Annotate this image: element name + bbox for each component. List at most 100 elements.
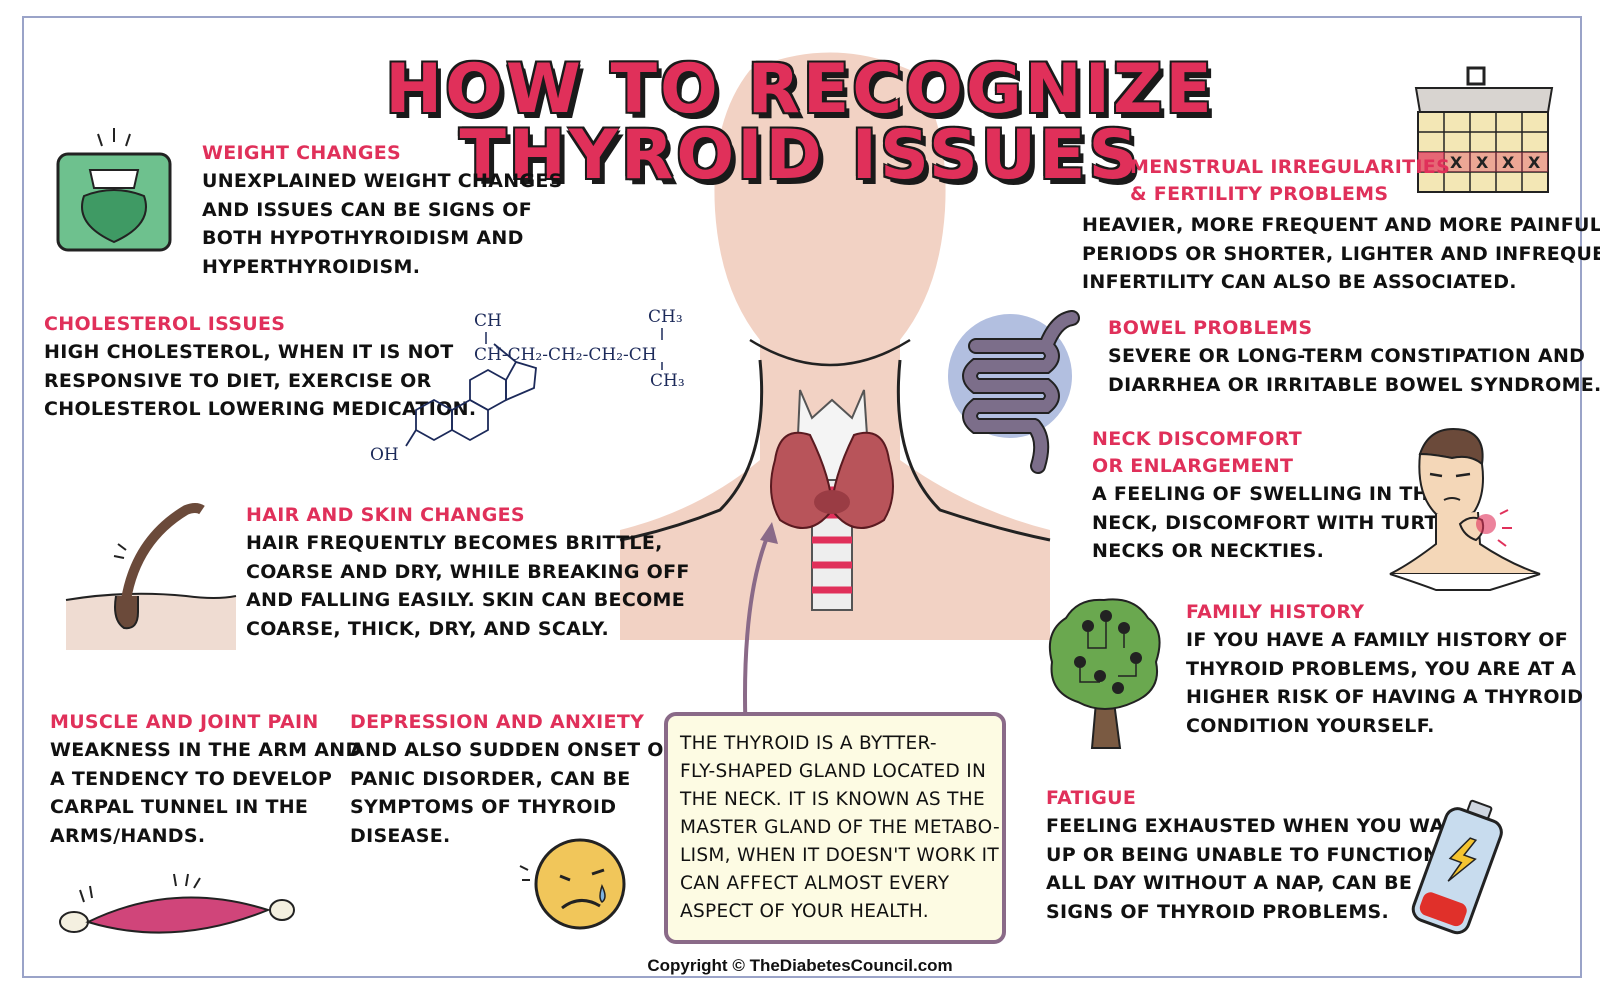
hair-body: HAIR FREQUENTLY BECOMES BRITTLE, COARSE … (246, 529, 690, 643)
weight-line: UNEXPLAINED WEIGHT CHANGES (202, 170, 563, 192)
bowel-heading: BOWEL PROBLEMS (1108, 317, 1313, 339)
depression-line: AND ALSO SUDDEN ONSET OF (350, 739, 678, 761)
weight-section: WEIGHT CHANGES UNEXPLAINED WEIGHT CHANGE… (202, 140, 563, 281)
cholesterol-line: CHOLESTEROL LOWERING MEDICATION. (44, 398, 477, 420)
neck-pain-man-icon (1389, 428, 1541, 591)
note-line: LISM, WHEN IT DOESN'T WORK IT (680, 845, 999, 866)
family-heading: FAMILY HISTORY (1186, 601, 1365, 623)
formula-chain: CH-CH₂-CH₂-CH₂-CH (474, 345, 657, 365)
note-line: FLY-SHAPED GLAND LOCATED IN (680, 761, 987, 782)
bowel-line: DIARRHEA OR IRRITABLE BOWEL SYNDROME. (1108, 373, 1600, 396)
hair-line: COARSE, THICK, DRY, AND SCALY. (246, 617, 609, 640)
muscle-line: ARMS/HANDS. (50, 824, 206, 847)
fatigue-line: FEELING EXHAUSTED WHEN YOU WAKE (1046, 815, 1473, 837)
depression-line: PANIC DISORDER, CAN BE (350, 767, 631, 790)
cholesterol-molecule-icon: CH CH-CH₂-CH₂-CH₂-CH CH₃ CH₃ OH (370, 307, 685, 465)
family-tree-icon (1048, 598, 1161, 749)
fatigue-line: ALL DAY WITHOUT A NAP, CAN BE (1046, 872, 1413, 894)
family-line: IF YOU HAVE A FAMILY HISTORY OF (1186, 629, 1569, 651)
hair-follicle-icon (65, 503, 237, 650)
depression-line: SYMPTOMS OF THYROID (350, 796, 617, 818)
menstrual-body: HEAVIER, MORE FREQUENT AND MORE PAINFUL … (1082, 211, 1600, 297)
weight-heading: WEIGHT CHANGES (202, 142, 401, 164)
menstrual-line: HEAVIER, MORE FREQUENT AND MORE PAINFUL (1082, 214, 1600, 236)
calendar-icon: X X X X (1414, 66, 1554, 193)
weight-line: AND ISSUES CAN BE SIGNS OF (202, 198, 533, 221)
muscle-heading: MUSCLE AND JOINT PAIN (50, 711, 319, 733)
menstrual-line: PERIODS OR SHORTER, LIGHTER AND INFREQUE… (1082, 242, 1600, 265)
neck-line: A FEELING OF SWELLING IN THE (1092, 483, 1443, 505)
neck-line: NECKS OR NECKTIES. (1092, 540, 1325, 562)
low-battery-icon (1411, 799, 1503, 935)
note-line: MASTER GLAND OF THE METABO- (680, 817, 1001, 838)
calendar-mark: X (1502, 153, 1515, 172)
neck-body: A FEELING OF SWELLING IN THE NECK, DISCO… (1092, 480, 1464, 566)
muscle-line: A TENDENCY TO DEVELOP (50, 767, 333, 790)
weight-line: BOTH HYPOTHYROIDISM AND (202, 227, 524, 249)
calendar-mark: X (1528, 153, 1541, 172)
family-line: HIGHER RISK OF HAVING A THYROID (1186, 686, 1584, 708)
fatigue-line: UP OR BEING UNABLE TO FUNCTION (1046, 843, 1440, 866)
family-section: FAMILY HISTORY IF YOU HAVE A FAMILY HIST… (1186, 599, 1583, 740)
intestine-icon (948, 310, 1080, 474)
bowel-body: SEVERE OR LONG-TERM CONSTIPATION AND DIA… (1108, 342, 1600, 399)
cholesterol-heading: CHOLESTEROL ISSUES (44, 313, 286, 335)
muscle-line: WEAKNESS IN THE ARM AND (50, 739, 362, 761)
formula-oh: OH (370, 445, 399, 465)
title-line-1: HOW TO RECOGNIZE (385, 50, 1215, 129)
fatigue-body: FEELING EXHAUSTED WHEN YOU WAKE UP OR BE… (1046, 812, 1473, 926)
note-line: THE THYROID IS A BYTTER- (680, 733, 937, 754)
hair-line: COARSE AND DRY, WHILE BREAKING OFF (246, 560, 690, 583)
formula-ch3-bottom: CH₃ (650, 371, 685, 391)
neck-heading-2: OR ENLARGEMENT (1092, 455, 1294, 477)
muscle-icon (59, 873, 295, 934)
cholesterol-body: HIGH CHOLESTEROL, WHEN IT IS NOT RESPONS… (44, 338, 476, 424)
neck-heading-1: NECK DISCOMFORT (1092, 428, 1303, 450)
family-line: CONDITION YOURSELF. (1186, 714, 1435, 737)
cholesterol-section: CHOLESTEROL ISSUES HIGH CHOLESTEROL, WHE… (44, 311, 476, 424)
menstrual-section: HEAVIER, MORE FREQUENT AND MORE PAINFUL … (1082, 211, 1600, 297)
menstrual-heading-1: MENSTRUAL IRREGULARITIES (1130, 156, 1451, 178)
family-body: IF YOU HAVE A FAMILY HISTORY OF THYROID … (1186, 626, 1583, 740)
fatigue-line: SIGNS OF THYROID PROBLEMS. (1046, 900, 1390, 923)
formula-ch3-top: CH₃ (648, 307, 683, 327)
depression-heading: DEPRESSION AND ANXIETY (350, 711, 645, 733)
muscle-section: MUSCLE AND JOINT PAIN WEAKNESS IN THE AR… (50, 709, 362, 850)
weight-line: HYPERTHYROIDISM. (202, 255, 421, 278)
depression-section: DEPRESSION AND ANXIETY AND ALSO SUDDEN O… (350, 709, 677, 850)
muscle-body: WEAKNESS IN THE ARM AND A TENDENCY TO DE… (50, 736, 362, 850)
depression-line: DISEASE. (350, 824, 451, 847)
neck-line: NECK, DISCOMFORT WITH TURTLE (1092, 511, 1464, 534)
cholesterol-line: HIGH CHOLESTEROL, WHEN IT IS NOT (44, 341, 454, 363)
thyroid-info-box: THE THYROID IS A BYTTER- FLY-SHAPED GLAN… (664, 712, 1006, 944)
fatigue-section: FATIGUE FEELING EXHAUSTED WHEN YOU WAKE … (1046, 785, 1473, 926)
scale-icon (56, 128, 172, 252)
menstrual-heading-block: MENSTRUAL IRREGULARITIES & FERTILITY PRO… (1130, 154, 1450, 208)
calendar-mark: X (1476, 153, 1489, 172)
thyroid-info-text: THE THYROID IS A BYTTER- FLY-SHAPED GLAN… (680, 730, 1001, 926)
note-line: THE NECK. IT IS KNOWN AS THE (680, 789, 985, 810)
menstrual-heading-2: & FERTILITY PROBLEMS (1130, 183, 1389, 205)
cholesterol-line: RESPONSIVE TO DIET, EXERCISE OR (44, 369, 432, 392)
note-line: ASPECT OF YOUR HEALTH. (680, 901, 929, 922)
formula-ch: CH (474, 311, 502, 331)
neck-section: NECK DISCOMFORT OR ENLARGEMENT A FEELING… (1092, 426, 1464, 566)
hair-line: AND FALLING EASILY. SKIN CAN BECOME (246, 589, 686, 611)
hair-heading: HAIR AND SKIN CHANGES (246, 504, 525, 526)
sad-face-icon (519, 838, 626, 930)
bowel-section: BOWEL PROBLEMS SEVERE OR LONG-TERM CONST… (1108, 315, 1600, 399)
bowel-line: SEVERE OR LONG-TERM CONSTIPATION AND (1108, 345, 1586, 367)
copyright-text: Copyright © TheDiabetesCouncil.com (647, 956, 953, 975)
fatigue-heading: FATIGUE (1046, 787, 1137, 809)
family-line: THYROID PROBLEMS, YOU ARE AT A (1186, 657, 1577, 680)
hair-line: HAIR FREQUENTLY BECOMES BRITTLE, (246, 532, 663, 554)
weight-body: UNEXPLAINED WEIGHT CHANGES AND ISSUES CA… (202, 167, 563, 281)
note-line: CAN AFFECT ALMOST EVERY (680, 873, 950, 894)
calendar-mark: X (1450, 153, 1463, 172)
title-line-2: THYROID ISSUES (459, 116, 1141, 195)
depression-body: AND ALSO SUDDEN ONSET OF PANIC DISORDER,… (350, 736, 677, 850)
thyroid-neck-illustration (619, 52, 1051, 741)
muscle-line: CARPAL TUNNEL IN THE (50, 796, 309, 818)
hair-section: HAIR AND SKIN CHANGES HAIR FREQUENTLY BE… (246, 502, 690, 643)
menstrual-line: INFERTILITY CAN ALSO BE ASSOCIATED. (1082, 271, 1517, 293)
